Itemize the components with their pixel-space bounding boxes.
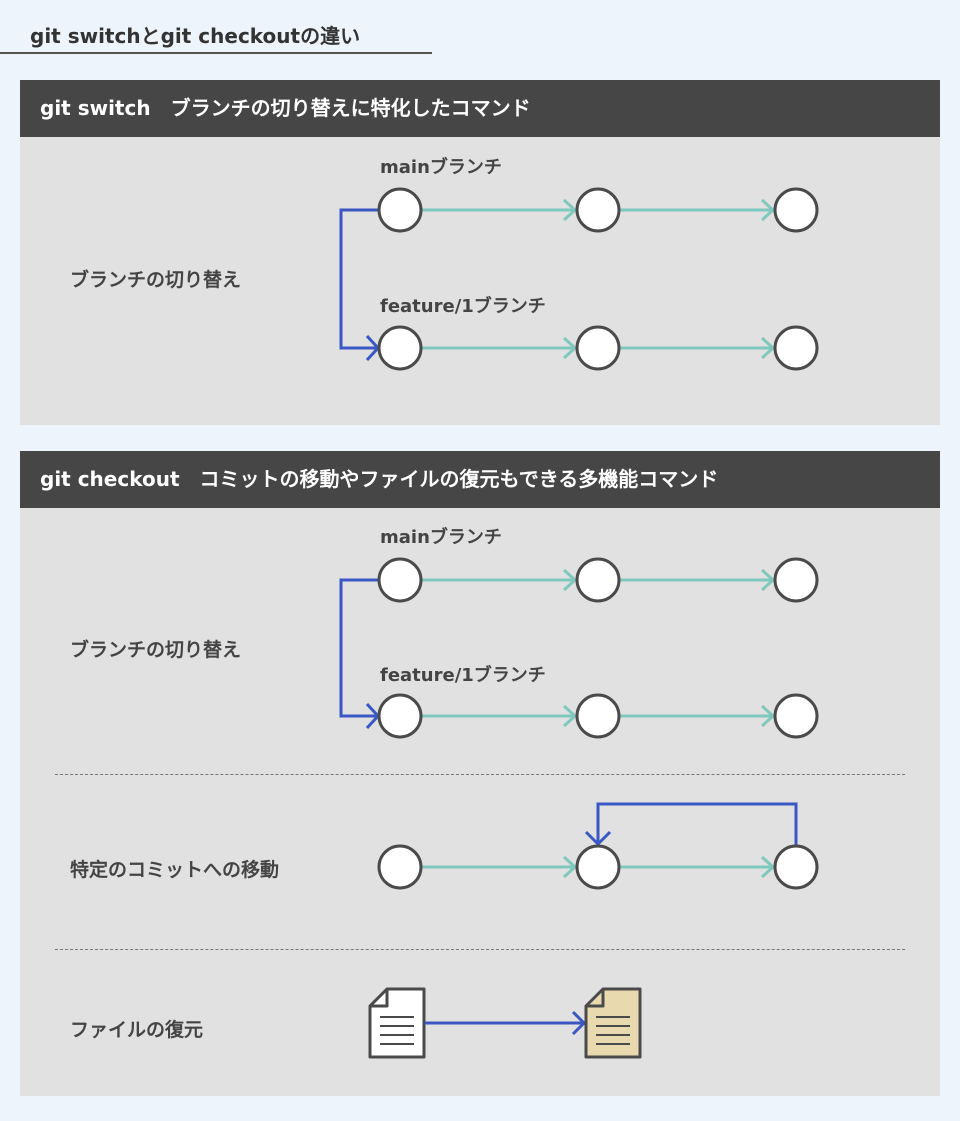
- checkout-diagram: [339, 557, 819, 1059]
- row-divider: [55, 949, 905, 950]
- restored-file-icon: [584, 987, 642, 1059]
- switch-arrow-icon: [339, 578, 381, 730]
- commit-circle-icon: [773, 844, 819, 890]
- switch-section-header: git switch ブランチの切り替えに特化したコマンド: [20, 80, 940, 137]
- switch-arrow-icon: [339, 208, 381, 362]
- file-icon: [368, 987, 426, 1059]
- switch-section: git switch ブランチの切り替えに特化したコマンド ブランチの切り替え …: [20, 80, 940, 425]
- commit-circle-icon: [773, 693, 819, 739]
- main-branch-link: [422, 568, 776, 592]
- switch-feature-branch-label: feature/1ブランチ: [380, 296, 546, 317]
- move-back-arrow-icon: [584, 802, 798, 847]
- checkout-feature-branch-label: feature/1ブランチ: [380, 665, 546, 686]
- switch-branch-row-label: ブランチの切り替え: [70, 269, 242, 291]
- commit-circle-icon: [377, 325, 423, 371]
- checkout-main-branch-label: mainブランチ: [380, 527, 502, 548]
- restore-arrow-icon: [425, 1010, 587, 1036]
- row-divider: [55, 774, 905, 775]
- commit-circle-icon: [575, 325, 621, 371]
- commit-circle-icon: [773, 187, 819, 233]
- page-title: git switchとgit checkoutの違い: [30, 24, 361, 48]
- feature-branch-link: [422, 704, 776, 728]
- commit-move-row-label: 特定のコミットへの移動: [70, 859, 280, 881]
- file-restore-row-label: ファイルの復元: [70, 1019, 204, 1041]
- commit-circle-icon: [773, 557, 819, 603]
- commit-circle-icon: [575, 693, 621, 739]
- commit-circle-icon: [377, 187, 423, 233]
- commit-circle-icon: [773, 325, 819, 371]
- commit-link: [422, 855, 776, 879]
- main-branch-link: [422, 198, 776, 222]
- commit-circle-icon: [377, 693, 423, 739]
- checkout-branch-row-label: ブランチの切り替え: [70, 639, 242, 661]
- commit-circle-icon: [575, 557, 621, 603]
- switch-branch-diagram: [339, 187, 819, 371]
- feature-branch-link: [422, 336, 776, 360]
- commit-circle-icon: [377, 844, 423, 890]
- commit-circle-icon: [575, 187, 621, 233]
- checkout-section: git checkout コミットの移動やファイルの復元もできる多機能コマンド …: [20, 451, 940, 1096]
- commit-circle-icon: [575, 844, 621, 890]
- checkout-section-header: git checkout コミットの移動やファイルの復元もできる多機能コマンド: [20, 451, 940, 508]
- title-underline: [0, 52, 432, 54]
- switch-main-branch-label: mainブランチ: [380, 157, 502, 178]
- commit-circle-icon: [377, 557, 423, 603]
